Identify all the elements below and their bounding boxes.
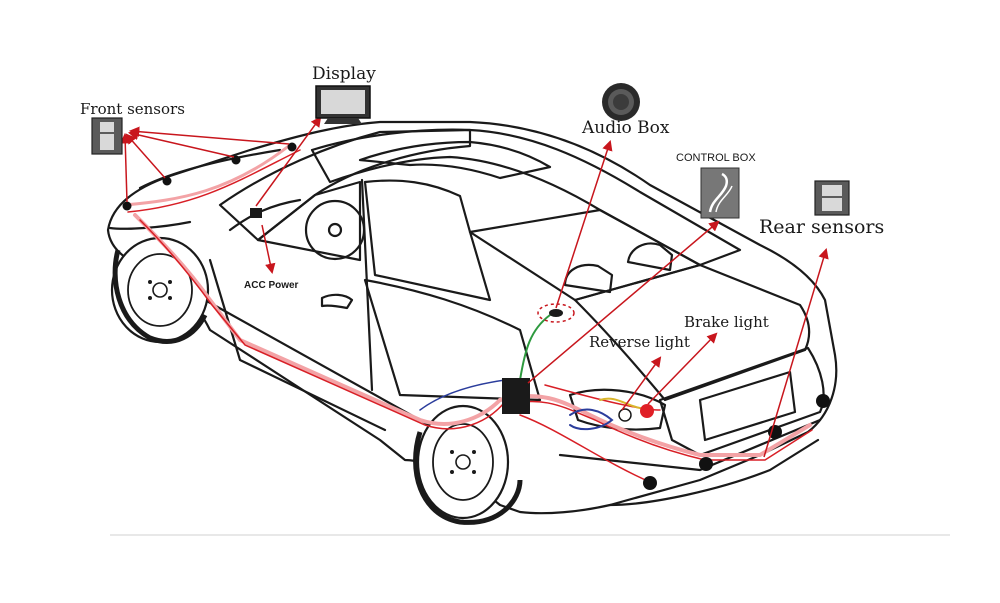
front-sensor-dots [122,142,297,211]
audio-box-location [537,303,575,323]
callout-arrows [120,116,829,458]
display-mount [250,208,262,218]
rear-sensor-dots [643,394,830,490]
front-sensor-icon [91,117,123,155]
front-tire [112,249,208,344]
control-box-label: CONTROL BOX [676,152,756,164]
rear-wheel [416,404,510,520]
brake-light-bulb [640,404,654,418]
audio-box-label: Audio Box [582,118,670,138]
acc-power-label: ACC Power [244,280,299,291]
control-box-icon [700,167,740,219]
reverse-light-label: Reverse light [589,333,690,351]
control-box-unit [502,378,530,414]
display-label: Display [312,64,376,84]
front-sensors-label: Front sensors [80,100,185,118]
reverse-light-bulb [618,408,632,422]
audio-box-mount [549,309,563,317]
audio-box-icon [602,83,640,121]
front-wheel [110,236,210,344]
rear-sensor-icon [814,180,850,216]
brake-light-label: Brake light [684,313,769,331]
wiring-harness [123,143,813,483]
display-monitor-icon [315,85,371,124]
rear-tire [413,431,523,525]
rear-sensors-label: Rear sensors [759,216,885,238]
